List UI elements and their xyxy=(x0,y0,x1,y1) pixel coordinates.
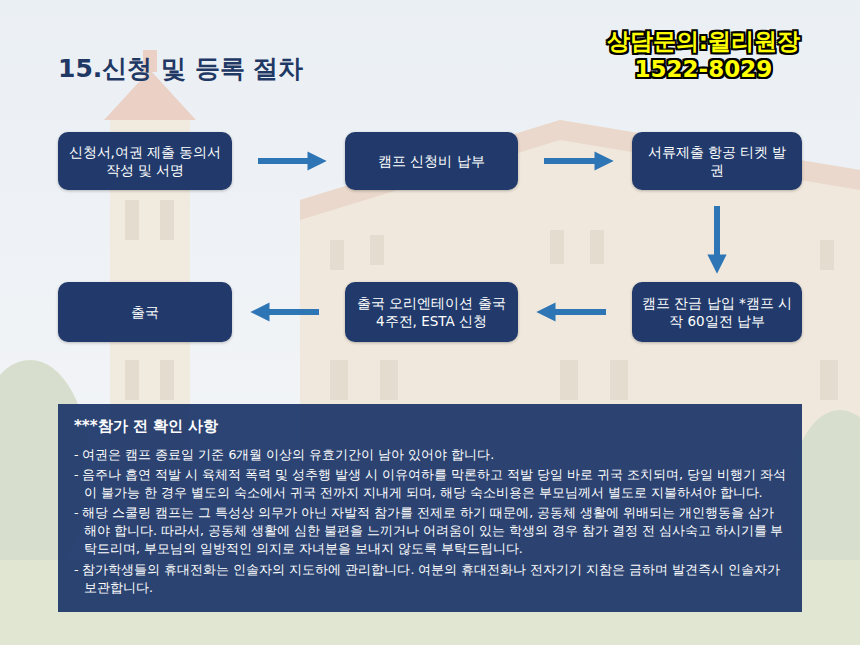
process-box: 신청서,여권 제출 동의서 작성 및 서명 xyxy=(58,132,232,190)
flow-arrow xyxy=(258,158,319,164)
step-label: 서류제출 항공 티켓 발권 xyxy=(642,143,792,179)
step-label: 신청서,여권 제출 동의서 작성 및 서명 xyxy=(68,143,222,179)
process-box: 캠프 잔금 납입 *캠프 시작 60일전 납부 xyxy=(632,282,802,342)
process-box: 서류제출 항공 티켓 발권 xyxy=(632,132,802,190)
notice-heading: ***참가 전 확인 사항 xyxy=(74,416,786,438)
step-label: 출국 오리엔테이션 출국 4주전, ESTA 신청 xyxy=(355,294,508,330)
step-label: 캠프 잔금 납입 *캠프 시작 60일전 납부 xyxy=(642,294,792,330)
notice-item: - 해당 스쿨링 캠프는 그 특성상 의무가 아닌 자발적 참가를 전제로 하기… xyxy=(74,504,786,558)
contact-label: 1522-8029 xyxy=(607,56,800,84)
page-title: 15.신청 및 등록 절차 xyxy=(58,52,303,85)
contact-label: 상담문의:윌리원장 xyxy=(607,28,800,56)
flow-arrow xyxy=(258,309,319,315)
process-box: 캠프 신청비 납부 xyxy=(345,132,518,190)
notice-item: - 참가학생들의 휴대전화는 인솔자의 지도하에 관리합니다. 여분의 휴대전화… xyxy=(74,561,786,597)
step-label: 캠프 신청비 납부 xyxy=(378,152,485,170)
notice-item: - 여권은 캠프 종료일 기준 6개월 이상의 유효기간이 남아 있어야 합니다… xyxy=(74,446,786,464)
contact-block: 상담문의:윌리원장1522-8029 xyxy=(607,28,800,83)
flow-arrow xyxy=(714,206,720,266)
step-label: 출국 xyxy=(131,303,159,321)
flow-arrow xyxy=(544,158,606,164)
notice-box: ***참가 전 확인 사항 - 여권은 캠프 종료일 기준 6개월 이상의 유효기… xyxy=(58,404,802,612)
notice-item: - 음주나 흡연 적발 시 육체적 폭력 및 성추행 발생 시 이유여하를 막론… xyxy=(74,466,786,502)
flow-arrow xyxy=(544,309,606,315)
process-box: 출국 오리엔테이션 출국 4주전, ESTA 신청 xyxy=(345,282,518,342)
process-box: 출국 xyxy=(58,282,232,342)
